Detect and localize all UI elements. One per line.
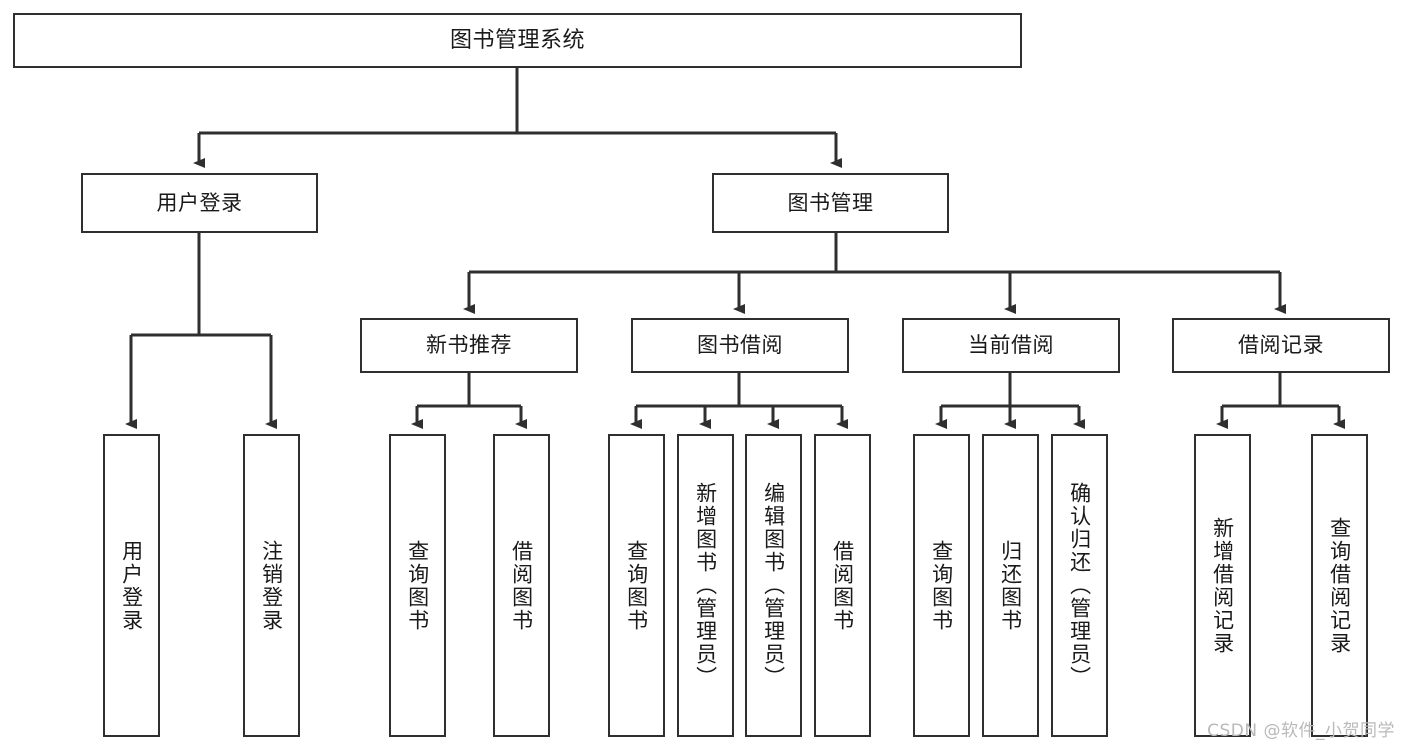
leaf-label: 借阅图书 xyxy=(509,539,534,632)
leaf-label: 注销登录 xyxy=(259,539,284,632)
leaf-label: 查询图书 xyxy=(624,539,649,632)
leaf-logout[interactable]: 注销登录 xyxy=(243,434,300,737)
leaf-confirm-return-admin[interactable]: 确认归还（管理员） xyxy=(1051,434,1108,737)
leaf-label: 确认归还（管理员） xyxy=(1067,482,1092,689)
leaf-label: 查询借阅记录 xyxy=(1327,516,1352,655)
node-book-borrow[interactable]: 图书借阅 xyxy=(631,318,849,373)
leaf-add-borrow-record[interactable]: 新增借阅记录 xyxy=(1194,434,1251,737)
leaf-label: 查询图书 xyxy=(405,539,430,632)
leaf-label: 新增图书（管理员） xyxy=(693,482,718,689)
leaf-label: 借阅图书 xyxy=(830,539,855,632)
leaf-edit-book-admin[interactable]: 编辑图书（管理员） xyxy=(745,434,802,737)
node-user-login[interactable]: 用户登录 xyxy=(81,173,318,233)
node-new-book-recommend[interactable]: 新书推荐 xyxy=(360,318,578,373)
node-root-system[interactable]: 图书管理系统 xyxy=(13,13,1022,68)
leaf-user-login[interactable]: 用户登录 xyxy=(103,434,160,737)
leaf-return-book[interactable]: 归还图书 xyxy=(982,434,1039,737)
leaf-borrow-book[interactable]: 借阅图书 xyxy=(814,434,871,737)
leaf-label: 新增借阅记录 xyxy=(1210,516,1235,655)
leaf-add-book-admin[interactable]: 新增图书（管理员） xyxy=(677,434,734,737)
leaf-query-borrow-record[interactable]: 查询借阅记录 xyxy=(1311,434,1368,737)
leaf-label: 查询图书 xyxy=(929,539,954,632)
leaf-label: 归还图书 xyxy=(998,539,1023,632)
leaf-borrow-book-newbook[interactable]: 借阅图书 xyxy=(493,434,550,737)
node-borrow-record[interactable]: 借阅记录 xyxy=(1172,318,1390,373)
leaf-query-book-borrow[interactable]: 查询图书 xyxy=(608,434,665,737)
node-current-borrow[interactable]: 当前借阅 xyxy=(902,318,1120,373)
leaf-label: 用户登录 xyxy=(119,539,144,632)
leaf-query-book-newbook[interactable]: 查询图书 xyxy=(389,434,446,737)
leaf-query-book-current[interactable]: 查询图书 xyxy=(913,434,970,737)
node-book-management[interactable]: 图书管理 xyxy=(712,173,949,233)
csdn-watermark: CSDN @软件_小贺同学 xyxy=(1207,721,1395,741)
leaf-label: 编辑图书（管理员） xyxy=(761,482,786,689)
